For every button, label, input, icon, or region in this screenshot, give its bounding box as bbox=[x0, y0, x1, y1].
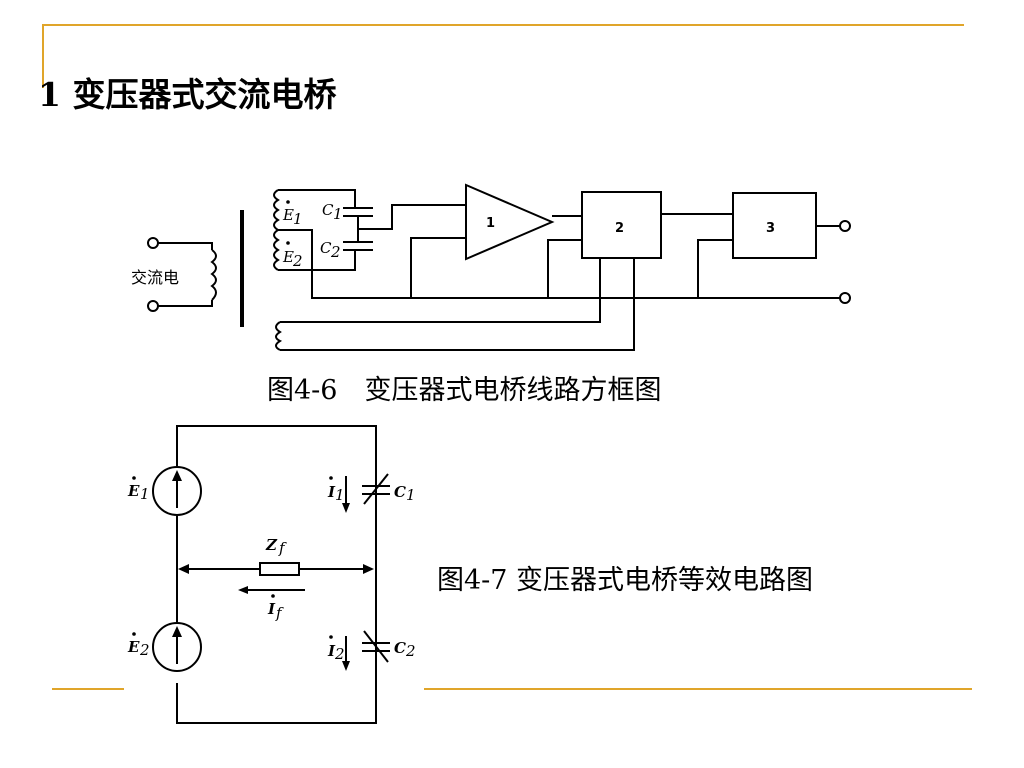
e1-top-wire bbox=[278, 189, 356, 208]
e2-eq-subscript: 2 bbox=[139, 641, 150, 659]
i1-arrowhead bbox=[342, 503, 350, 513]
block-diagram: 交流电 E 1 E 2 C bbox=[131, 183, 851, 351]
source-e1 bbox=[152, 466, 202, 516]
ground-bus bbox=[300, 229, 818, 299]
block-2-ref-wire bbox=[547, 239, 582, 298]
e2-bottom-wire bbox=[278, 250, 356, 271]
amplifier-block: 1 bbox=[410, 183, 582, 298]
source-e1-arrowhead bbox=[172, 470, 182, 481]
zf-resistor bbox=[259, 562, 300, 576]
e2-eq-label: E bbox=[127, 638, 140, 656]
block-3-ref-wire bbox=[697, 239, 733, 298]
ac-source: 交流电 bbox=[131, 237, 217, 312]
demodulator-block: 2 bbox=[275, 191, 733, 351]
zf-label: Z bbox=[265, 536, 278, 554]
source-e2-arrowhead bbox=[172, 626, 182, 637]
primary-winding bbox=[210, 249, 217, 301]
capacitors: C 1 C 2 bbox=[320, 201, 466, 261]
i2-label: I bbox=[327, 642, 336, 660]
e2-subscript: 2 bbox=[292, 252, 303, 270]
block-2-label: 2 bbox=[615, 221, 624, 236]
e2-phasor-dot bbox=[286, 241, 290, 245]
output-block: 3 bbox=[697, 192, 851, 298]
c2-eq-label: C bbox=[394, 639, 406, 657]
c1-eq-subscript: 1 bbox=[406, 486, 416, 504]
i1-subscript: 1 bbox=[335, 486, 345, 504]
if-arrowhead bbox=[238, 586, 248, 594]
c1-eq-label: C bbox=[394, 483, 406, 501]
block-3-label: 3 bbox=[766, 221, 775, 236]
amplifier-label: 1 bbox=[486, 216, 495, 231]
e2-label: E bbox=[282, 248, 294, 266]
c2-eq-subscript: 2 bbox=[405, 642, 416, 660]
c2-subscript: 2 bbox=[330, 243, 341, 261]
amplifier-triangle bbox=[465, 183, 555, 261]
if-label: I bbox=[267, 600, 276, 618]
ac-source-label: 交流电 bbox=[131, 268, 179, 287]
c1-eq-variable-arrow bbox=[363, 473, 389, 505]
ac-wire-bottom bbox=[158, 300, 213, 307]
top-rule bbox=[42, 24, 964, 26]
ac-terminal-bottom bbox=[147, 300, 159, 312]
left-rule bbox=[42, 24, 44, 88]
e1-eq-dot bbox=[132, 476, 136, 480]
e1-label: E bbox=[282, 206, 294, 224]
source-e2 bbox=[152, 622, 202, 672]
e1-phasor-dot bbox=[286, 200, 290, 204]
c2-label: C bbox=[320, 239, 332, 257]
output-terminal-ground bbox=[839, 292, 851, 304]
e2-eq-dot bbox=[132, 632, 136, 636]
figure-4-6-caption: 图4-6 变压器式电桥线路方框图 bbox=[267, 375, 662, 406]
c1-subscript: 1 bbox=[333, 205, 343, 223]
e1-subscript: 1 bbox=[293, 210, 303, 228]
zf-left-arrowhead bbox=[178, 564, 189, 574]
output-terminal-signal bbox=[839, 220, 851, 232]
amplifier-ref-wire bbox=[410, 237, 466, 298]
slide-title: 1 变压器式交流电桥 bbox=[38, 75, 337, 114]
secondary-winding bbox=[273, 189, 280, 271]
i1-label: I bbox=[327, 483, 336, 501]
ac-wire-top bbox=[158, 242, 213, 250]
zf-subscript: f bbox=[278, 539, 287, 557]
i1-dot bbox=[329, 476, 333, 480]
e1-eq-label: E bbox=[127, 482, 140, 500]
i2-arrowhead bbox=[342, 661, 350, 671]
capacitor-output-wire bbox=[357, 204, 466, 230]
equivalent-circuit: E 1 E 2 C 1 C 2 I 1 I 2 bbox=[127, 425, 416, 724]
block-2-feedback-wire-a bbox=[280, 258, 601, 323]
i2-dot bbox=[329, 635, 333, 639]
e1-eq-subscript: 1 bbox=[140, 485, 150, 503]
bottom-rule-left bbox=[52, 688, 124, 690]
bottom-rule-right bbox=[424, 688, 972, 690]
zf-right-arrowhead bbox=[363, 564, 374, 574]
figure-4-7-caption: 图4-7 变压器式电桥等效电路图 bbox=[437, 565, 814, 596]
i2-subscript: 2 bbox=[334, 645, 345, 663]
c2-eq-variable-arrow bbox=[363, 630, 389, 663]
secondary-windings: E 1 E 2 bbox=[273, 189, 851, 304]
if-subscript: f bbox=[275, 604, 284, 622]
if-dot bbox=[271, 594, 275, 598]
ac-terminal-top bbox=[147, 237, 159, 249]
block-2 bbox=[581, 191, 662, 259]
circuit-loop bbox=[176, 425, 377, 724]
block-2-feedback-wire-b bbox=[280, 258, 635, 351]
c1-label: C bbox=[322, 201, 334, 219]
reference-winding bbox=[275, 321, 283, 351]
